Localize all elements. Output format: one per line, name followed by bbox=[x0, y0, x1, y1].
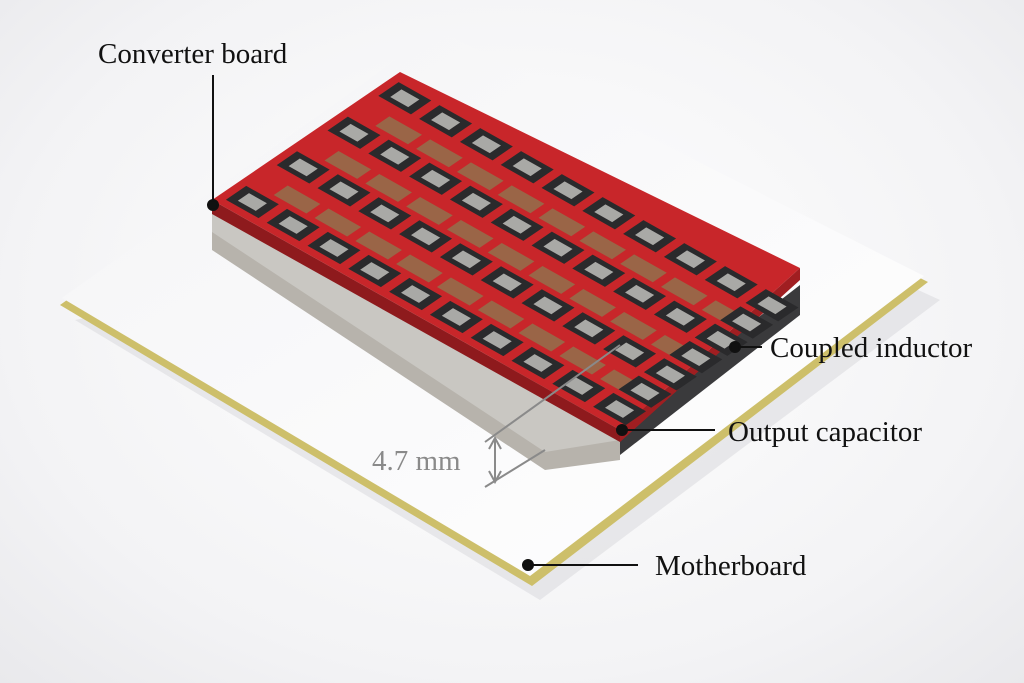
capacitor bbox=[579, 231, 626, 260]
chip-pad bbox=[681, 348, 711, 366]
capacitor bbox=[660, 277, 708, 306]
chip-pad bbox=[574, 319, 604, 338]
leader-dot bbox=[522, 559, 534, 571]
chip-pad bbox=[757, 296, 787, 315]
chip-pad bbox=[605, 400, 635, 418]
leader-dot bbox=[207, 199, 219, 211]
chip-pad bbox=[543, 238, 573, 257]
chip-pad bbox=[461, 192, 491, 211]
component-grid bbox=[225, 82, 799, 426]
capacitor bbox=[456, 162, 504, 191]
chip-pad bbox=[482, 331, 512, 349]
chip-pad bbox=[594, 204, 624, 223]
chip-pad bbox=[512, 158, 542, 177]
capacitor bbox=[620, 254, 667, 283]
chip-pad bbox=[401, 285, 431, 303]
chip-pad bbox=[533, 296, 563, 315]
capacitor bbox=[477, 300, 525, 329]
chip-pad bbox=[451, 250, 481, 269]
leader-lines bbox=[207, 75, 762, 571]
chip-pad bbox=[564, 377, 594, 395]
chip-pad bbox=[523, 354, 553, 372]
capacitor bbox=[610, 311, 657, 340]
capacitor bbox=[273, 185, 321, 214]
chip-pad bbox=[665, 307, 695, 326]
chip-pad bbox=[421, 169, 451, 188]
chip-pad bbox=[553, 181, 583, 200]
chip-pad bbox=[329, 181, 359, 200]
chip-pad bbox=[237, 193, 267, 211]
motherboard-label: Motherboard bbox=[655, 550, 807, 582]
capacitor bbox=[365, 173, 412, 202]
chip-pad bbox=[635, 227, 665, 246]
chip-pad bbox=[380, 146, 410, 165]
converter-board-label: Converter board bbox=[98, 38, 288, 70]
capacitor bbox=[396, 254, 443, 283]
chip-pad bbox=[706, 330, 736, 349]
chip-pad bbox=[655, 365, 685, 384]
leader-dot bbox=[729, 341, 741, 353]
chip-pad bbox=[584, 261, 614, 280]
capacitor bbox=[528, 265, 576, 294]
chip-pad bbox=[390, 89, 420, 108]
capacitor bbox=[416, 139, 463, 168]
chip-pad bbox=[615, 342, 645, 361]
coupled-inductor-label: Coupled inductor bbox=[770, 332, 973, 364]
chip-pad bbox=[339, 123, 369, 142]
chip-pad bbox=[675, 250, 705, 269]
output-capacitor-label: Output capacitor bbox=[728, 416, 923, 448]
height-dimension-marker bbox=[484, 344, 621, 488]
chip-pad bbox=[441, 308, 471, 326]
chip-pad bbox=[502, 215, 532, 234]
capacitor bbox=[436, 277, 484, 306]
chip-pad bbox=[431, 112, 461, 131]
chip-pad bbox=[370, 204, 400, 223]
chip-pad bbox=[625, 284, 655, 303]
capacitor bbox=[497, 185, 545, 214]
height-dimension-label: 4.7 mm bbox=[372, 445, 461, 477]
capacitor bbox=[355, 231, 402, 260]
output-capacitor-stack bbox=[212, 212, 620, 465]
capacitor bbox=[446, 219, 494, 248]
capacitor bbox=[538, 208, 586, 237]
chip-pad bbox=[360, 262, 390, 280]
capacitor bbox=[406, 196, 453, 225]
capacitor bbox=[518, 323, 566, 352]
chip-pad bbox=[288, 158, 318, 177]
chip-pad bbox=[630, 382, 660, 401]
chip-pad bbox=[411, 227, 441, 246]
capacitor bbox=[314, 208, 362, 237]
leader-dot bbox=[616, 424, 628, 436]
capacitor bbox=[487, 242, 535, 271]
chip-pad bbox=[278, 216, 308, 234]
capacitor bbox=[324, 150, 372, 179]
capacitor bbox=[375, 116, 422, 145]
capacitor bbox=[559, 346, 606, 375]
chip-pad bbox=[471, 135, 501, 154]
chip-pad bbox=[732, 313, 762, 332]
capacitor bbox=[569, 288, 616, 317]
chip-pad bbox=[492, 273, 522, 292]
chip-pad bbox=[319, 239, 349, 257]
chip-pad bbox=[716, 273, 746, 292]
